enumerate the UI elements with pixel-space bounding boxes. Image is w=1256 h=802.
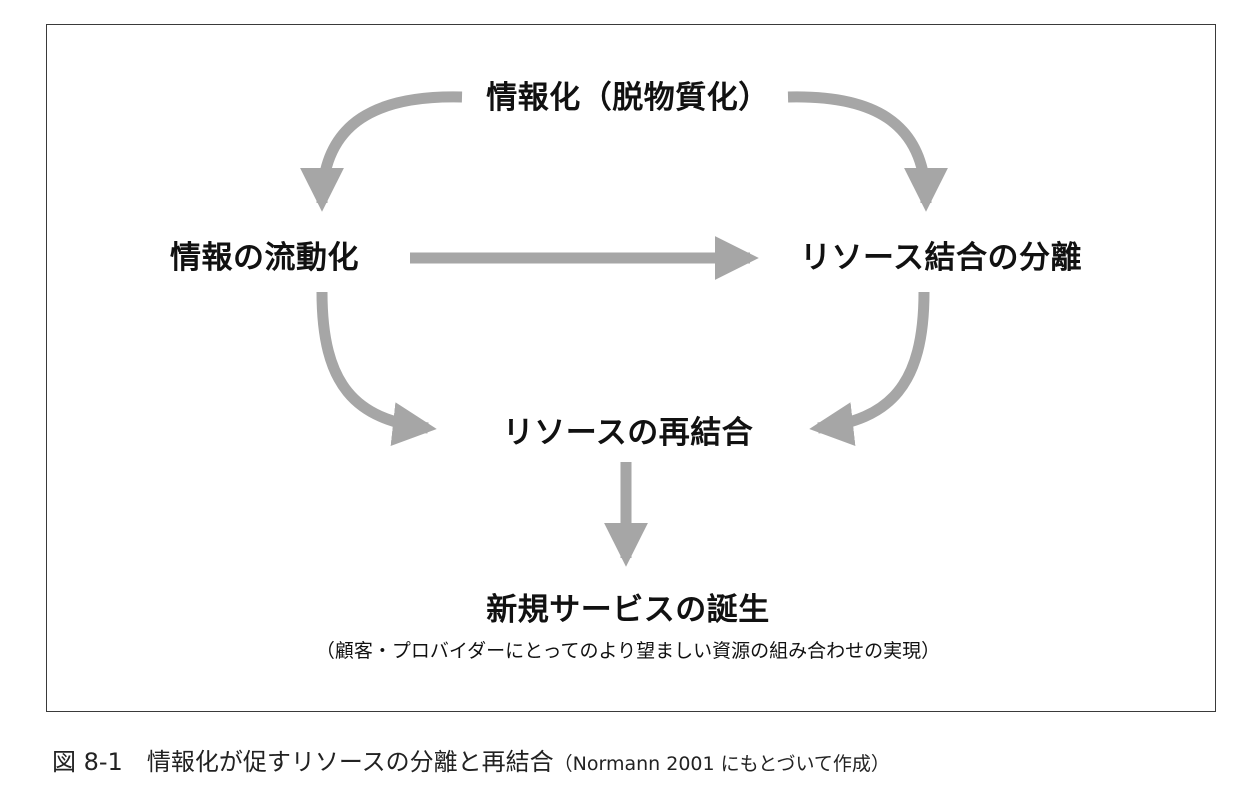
node-resource-rebundling: リソースの再結合 (502, 415, 754, 451)
figure-frame (46, 24, 1216, 712)
caption-label: 図 8-1 (52, 748, 123, 776)
arrow-right-to-middle (809, 291, 930, 446)
node-information-liquidity: 情報の流動化 (170, 240, 359, 276)
node-resource-unbundling: リソース結合の分離 (800, 240, 1082, 276)
caption-note: （Normann 2001 にもとづいて作成） (553, 753, 890, 775)
arrow-top-to-right (787, 91, 948, 212)
arrow-top-to-left (300, 91, 463, 212)
node-new-service-note: （顧客・プロバイダーにとってのより望ましい資源の組み合わせの実現） (315, 640, 941, 662)
node-informatization: 情報化（脱物質化） (486, 80, 770, 116)
caption-title: 情報化が促すリソースの分離と再結合 (146, 748, 554, 776)
arrow-left-to-middle (316, 291, 437, 447)
figure-caption: 図 8-1 情報化が促すリソースの分離と再結合（Normann 2001 にもと… (52, 744, 890, 782)
node-new-service: 新規サービスの誕生 (486, 592, 770, 628)
